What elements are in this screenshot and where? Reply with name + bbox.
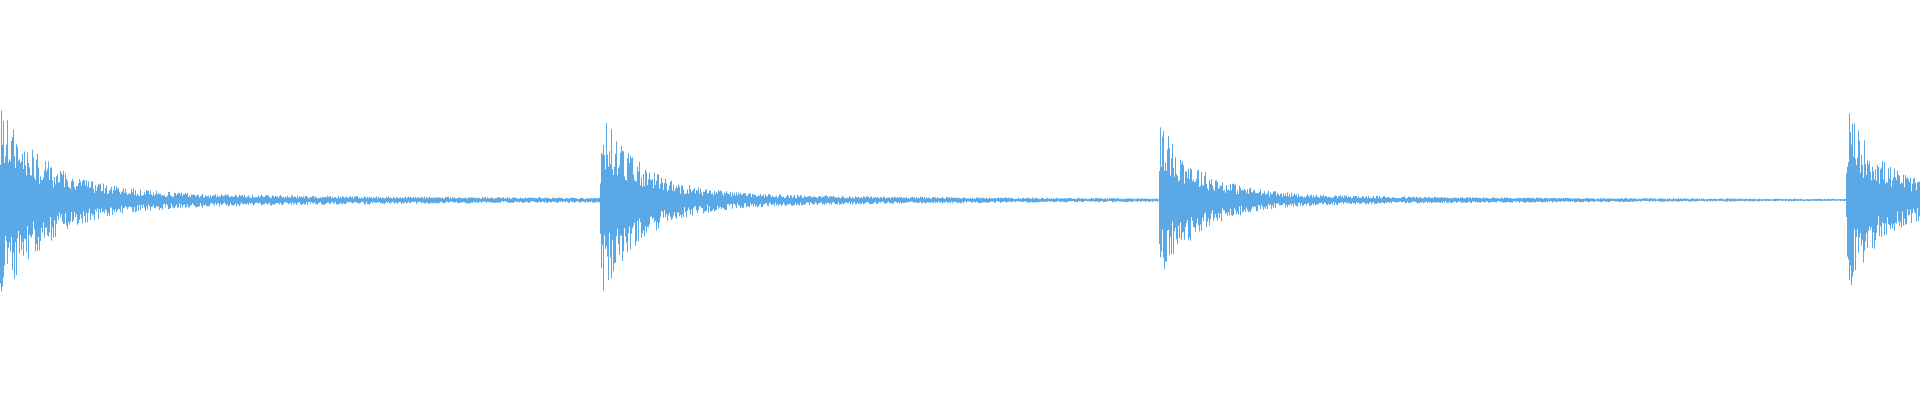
waveform-samples [0,110,1920,292]
waveform-trace [0,110,1920,292]
